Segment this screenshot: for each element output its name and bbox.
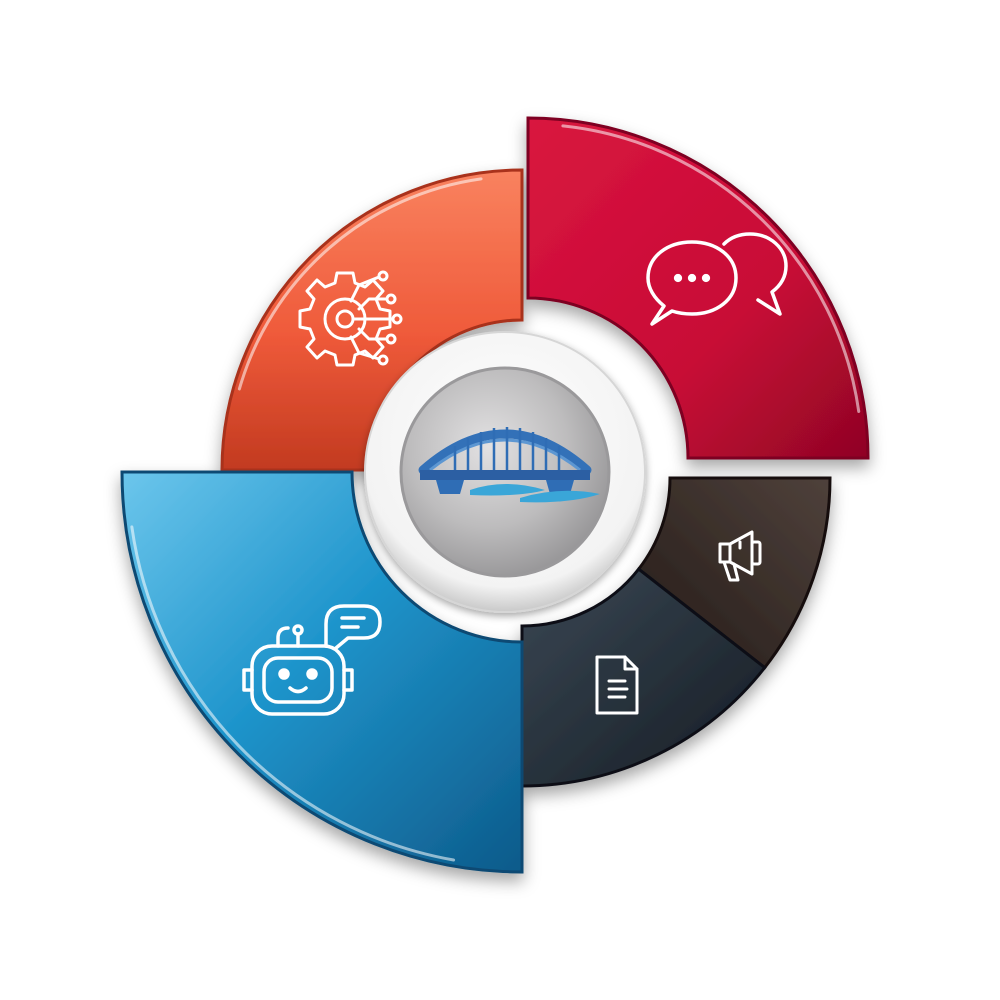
segment-communication[interactable]: [526, 116, 870, 460]
segment-highlights: [130, 124, 861, 862]
chat-bubbles-icon: [648, 234, 786, 324]
bridge-logo-icon: [418, 427, 600, 503]
center-hub: [364, 331, 646, 613]
megaphone-icon: [720, 532, 760, 580]
segment-documents[interactable]: [520, 567, 767, 788]
segment-ai-assistant[interactable]: [120, 470, 524, 874]
gear-circuit-icon: [300, 272, 401, 365]
document-icon: [597, 657, 637, 713]
robot-chat-icon: [244, 606, 380, 714]
